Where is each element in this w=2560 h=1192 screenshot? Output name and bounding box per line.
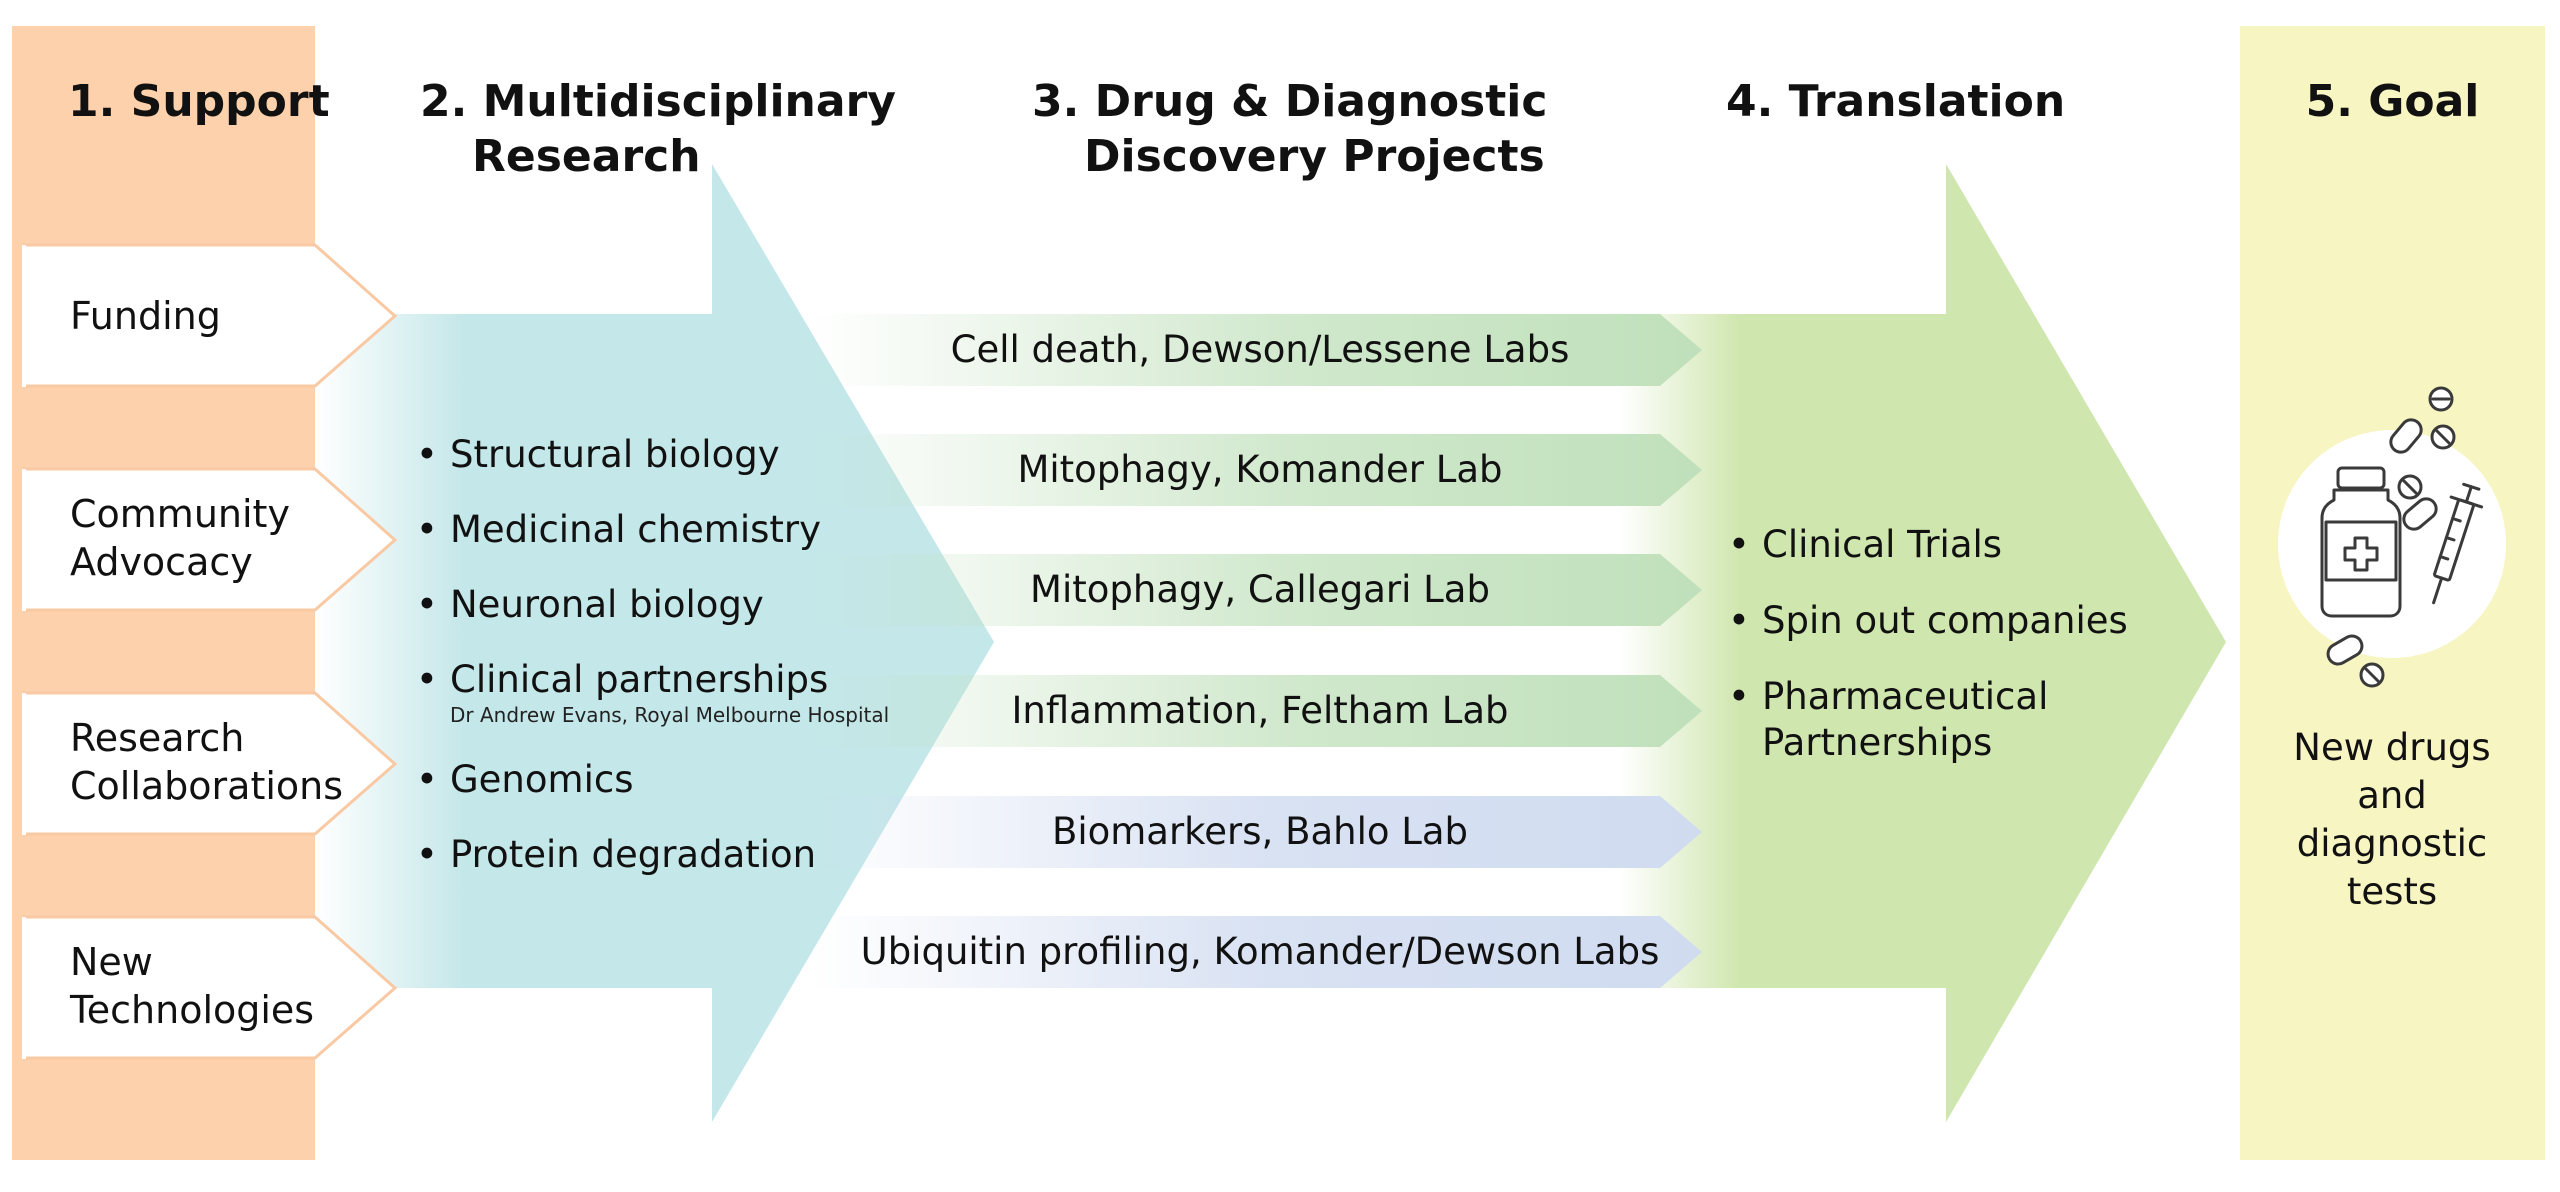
translation-item-label: Pharmaceutical Partnerships	[1762, 675, 2049, 764]
column-title-text: 4. Translation	[1726, 76, 2066, 127]
project-label: Mitophagy, Callegari Lab	[760, 554, 1760, 626]
research-item: Clinical partnerships Dr Andrew Evans, R…	[416, 657, 956, 727]
project-label-text: Mitophagy, Komander Lab	[1017, 448, 1503, 491]
research-item: Genomics	[416, 757, 956, 803]
project-band	[810, 554, 1702, 626]
research-item-label: Clinical partnerships	[450, 658, 829, 701]
support-item-research-collaborations: Research Collaborations	[70, 714, 343, 810]
project-band	[810, 434, 1702, 506]
column-title-text: 1. Support	[68, 76, 330, 127]
project-band	[810, 796, 1702, 868]
research-item-label: Genomics	[450, 758, 634, 801]
support-item-community-advocacy: Community Advocacy	[70, 490, 290, 586]
column-title-translation: 4. Translation	[1726, 74, 2065, 129]
medicine-bottle-syringe-icon	[2278, 386, 2506, 688]
support-item-funding: Funding	[70, 292, 221, 340]
research-item-label: Medicinal chemistry	[450, 508, 822, 551]
research-item: Medicinal chemistry	[416, 507, 956, 553]
project-band	[810, 916, 1702, 988]
research-arrow	[315, 164, 994, 1122]
goal-text: New drugs and diagnostic tests	[2262, 724, 2522, 916]
column-title-goal: 5. Goal	[2240, 74, 2545, 129]
support-item-label: Funding	[70, 294, 221, 338]
project-label: Cell death, Dewson/Lessene Labs	[760, 314, 1760, 386]
research-item: Protein degradation	[416, 832, 956, 878]
column-title-text: 5. Goal	[2305, 76, 2480, 127]
translation-item: Spin out companies	[1728, 598, 2148, 644]
project-label: Inflammation, Feltham Lab	[760, 675, 1760, 747]
project-label: Mitophagy, Komander Lab	[760, 434, 1760, 506]
research-item-sublabel: Dr Andrew Evans, Royal Melbourne Hospita…	[450, 703, 890, 727]
translation-item-label: Spin out companies	[1762, 599, 2128, 642]
translation-item: Pharmaceutical Partnerships	[1728, 674, 2148, 766]
project-label-text: Mitophagy, Callegari Lab	[1030, 568, 1490, 611]
column-title-support: 1. Support	[68, 74, 330, 129]
goal-text-label: New drugs and diagnostic tests	[2293, 726, 2491, 913]
research-item-label: Structural biology	[450, 433, 780, 476]
research-list: Structural biology Medicinal chemistry N…	[416, 432, 956, 878]
support-item-label: Community Advocacy	[70, 492, 290, 584]
research-item-label: Neuronal biology	[450, 583, 764, 626]
translation-item-label: Clinical Trials	[1762, 523, 2003, 566]
translation-list: Clinical Trials Spin out companies Pharm…	[1728, 522, 2148, 766]
research-item: Structural biology	[416, 432, 956, 478]
project-label-text: Cell death, Dewson/Lessene Labs	[950, 328, 1570, 371]
research-item-label: Protein degradation	[450, 833, 817, 876]
support-item-new-technologies: New Technologies	[70, 938, 314, 1034]
research-item: Neuronal biology	[416, 582, 956, 628]
project-label: Biomarkers, Bahlo Lab	[760, 796, 1760, 868]
project-label: Ubiquitin profiling, Komander/Dewson Lab…	[760, 916, 1760, 988]
support-item-label: Research Collaborations	[70, 716, 344, 808]
project-label-text: Biomarkers, Bahlo Lab	[1051, 810, 1469, 853]
project-band	[810, 675, 1702, 747]
project-label-text: Ubiquitin profiling, Komander/Dewson Lab…	[860, 930, 1660, 973]
support-item-label: New Technologies	[70, 940, 315, 1032]
project-band	[810, 314, 1702, 386]
translation-item: Clinical Trials	[1728, 522, 2148, 568]
project-label-text: Inflammation, Feltham Lab	[1011, 689, 1509, 732]
